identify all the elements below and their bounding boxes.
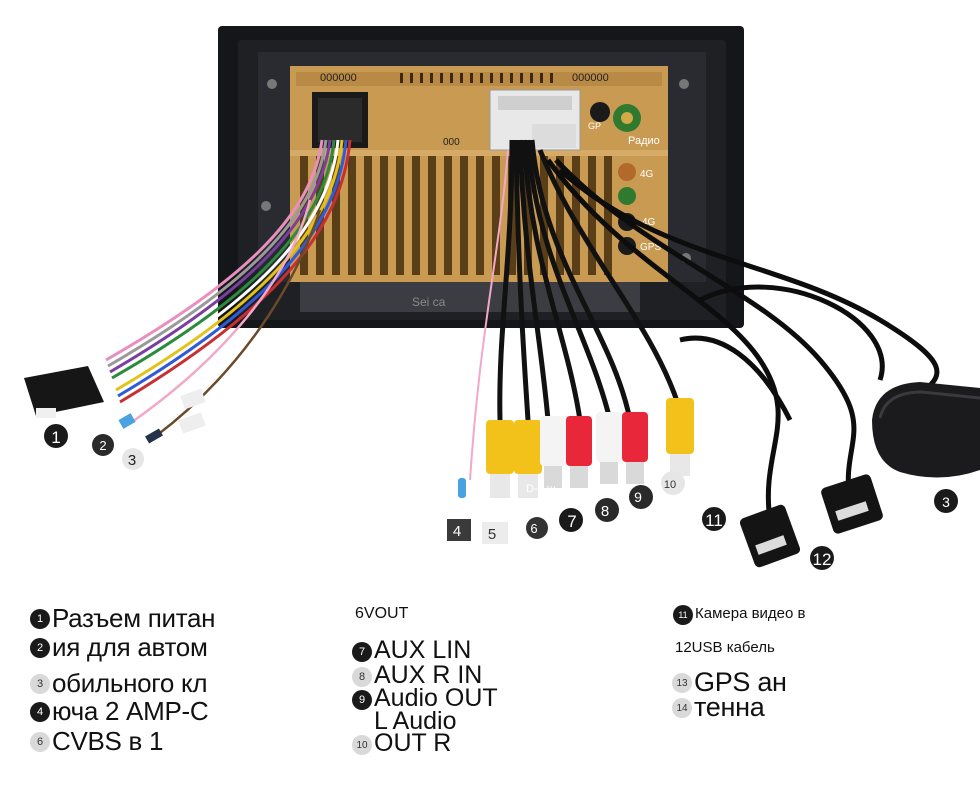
svg-text:6: 6 <box>530 521 537 536</box>
svg-text:3: 3 <box>942 494 950 510</box>
legend: 1 Разъем питан 2 ия для автом 3 обильног… <box>0 580 980 805</box>
power-connector <box>24 366 206 444</box>
callout-6: 6 <box>526 517 548 539</box>
legend-bullet: 1 <box>30 609 50 629</box>
usb-connectors <box>739 474 883 568</box>
legend-bullet: 7 <box>352 642 372 662</box>
callout-11: 11 <box>702 507 726 531</box>
rca-plugs: D-1 ш <box>458 398 694 498</box>
legend-text: ия для автом <box>52 632 208 662</box>
legend-bullet: 4 <box>30 702 50 722</box>
callout-5: 5 <box>482 522 508 544</box>
legend-text: обильного кл <box>52 668 208 698</box>
legend-item-12: 12USB кабель <box>675 638 775 658</box>
svg-text:5: 5 <box>488 526 496 543</box>
legend-text: CVBS в 1 <box>52 726 164 756</box>
chassis-code-3: 000 <box>443 137 460 148</box>
legend-bullet: 8 <box>352 667 372 687</box>
callout-1: 1 <box>44 424 68 448</box>
gps-antenna <box>872 382 980 478</box>
power-harness <box>105 139 352 437</box>
callout-2: 2 <box>92 434 114 456</box>
callout-12: 12 <box>810 546 834 570</box>
legend-text: тенна <box>694 692 765 722</box>
legend-item-6: 6 CVBS в 1 <box>30 726 164 756</box>
legend-item-14: 14 тенна <box>672 692 765 722</box>
legend-text: AUX R IN <box>374 661 483 689</box>
svg-text:2: 2 <box>99 438 106 453</box>
legend-text: AUX LIN <box>374 636 472 664</box>
svg-text:3: 3 <box>128 452 136 469</box>
brand-watermark: Sei ca <box>412 295 446 309</box>
legend-text: 12USB кабель <box>675 639 775 656</box>
legend-bullet: 6 <box>30 732 50 752</box>
rca-harness <box>469 139 681 481</box>
svg-text:9: 9 <box>634 489 642 505</box>
legend-text: GPS ан <box>694 667 787 697</box>
callout-9: 9 <box>629 485 653 509</box>
legend-item-7: 7 AUX LIN <box>352 636 472 664</box>
gps-port-label: GPS <box>640 242 661 253</box>
callout-8: 8 <box>595 498 619 522</box>
legend-text: юча 2 AMP-C <box>52 696 209 726</box>
svg-text:8: 8 <box>601 503 609 520</box>
legend-item-8: 8 AUX R IN <box>352 661 483 689</box>
radio-port-label: Радио <box>628 135 660 147</box>
callout-3: 3 <box>122 448 144 470</box>
legend-bullet: 2 <box>30 638 50 658</box>
legend-item-2: 2 ия для автом <box>30 632 208 662</box>
gp-label: GP <box>588 121 601 131</box>
callouts: 1 2 3 4 5 6 7 8 9 10 11 12 3 <box>44 424 958 570</box>
legend-text: OUT R <box>374 729 452 757</box>
legend-text: L Audio <box>374 707 457 735</box>
svg-text:11: 11 <box>705 511 723 530</box>
legend-item-9: 9 Audio OUT <box>352 684 498 712</box>
chassis-code-1: 000000 <box>320 72 357 84</box>
legend-bullet: 14 <box>672 698 692 718</box>
legend-text: Камера видео в <box>695 605 806 622</box>
callout-13: 3 <box>934 489 958 513</box>
legend-item-1: 1 Разъем питан <box>30 603 216 633</box>
legend-bullet: 10 <box>352 735 372 755</box>
legend-item-4: 4 юча 2 AMP-C <box>30 696 209 726</box>
legend-item-10: 10 OUT R <box>352 729 452 757</box>
callout-10: 10 <box>661 471 685 495</box>
legend-item-13: 13 GPS ан <box>672 667 787 697</box>
legend-text: Audio OUT <box>374 684 498 712</box>
legend-item-9b: L Audio <box>374 707 457 735</box>
legend-bullet: 3 <box>30 674 50 694</box>
svg-text:12: 12 <box>813 550 832 569</box>
legend-bullet: 9 <box>352 690 372 710</box>
product-photo: Sei ca 000000 000000 000 <box>24 26 980 570</box>
svg-text:1: 1 <box>51 428 60 447</box>
legend-text: Разъем питан <box>52 603 216 633</box>
usb-gps-cables <box>545 158 940 521</box>
chassis-code-2: 000000 <box>572 72 609 84</box>
label-4g-2: 4G <box>642 217 656 228</box>
d1-label: D-1 ш <box>526 483 556 495</box>
svg-text:4: 4 <box>453 523 461 540</box>
callout-4: 4 <box>447 519 471 541</box>
svg-text:7: 7 <box>567 512 576 531</box>
legend-item-3: 3 обильного кл <box>30 668 208 698</box>
legend-bullet: 13 <box>672 673 692 693</box>
legend-text: 6VOUT <box>355 605 409 622</box>
legend-header-6vout: 6VOUT <box>355 604 408 624</box>
legend-bullet: 11 <box>673 605 693 625</box>
label-4g-1: 4G <box>640 169 654 180</box>
svg-text:10: 10 <box>664 479 676 491</box>
callout-7: 7 <box>559 508 583 532</box>
legend-item-11: 11 Камера видео в <box>673 602 806 625</box>
rear-chassis: 000000 000000 000 <box>290 66 668 282</box>
